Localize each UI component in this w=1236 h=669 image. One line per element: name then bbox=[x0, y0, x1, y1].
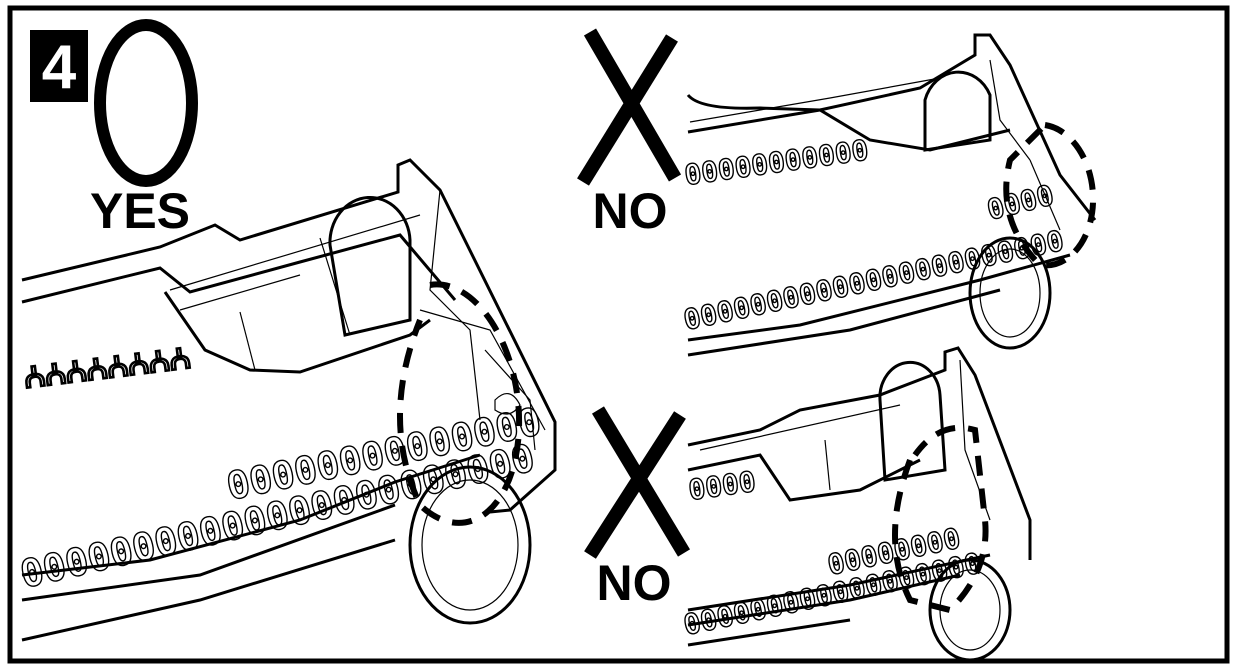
outer-frame bbox=[7, 5, 1230, 664]
no-bottom-panel: NO 0000 000000000000000000 00000000 bbox=[584, 346, 1032, 662]
yes-rail: ꭅꭅꭅꭅꭅꭅꭅꭅ 00000000000000000000000 0000000… bbox=[15, 158, 557, 642]
step-number: 4 bbox=[42, 33, 77, 102]
circle-o-icon bbox=[94, 19, 198, 187]
svg-text:00000000000000000000000: 00000000000000000000000 bbox=[681, 224, 1067, 337]
svg-text:0000: 0000 bbox=[686, 465, 757, 507]
yes-highlight-circle bbox=[397, 281, 523, 526]
cross-x-icon bbox=[577, 28, 682, 186]
no-bottom-rail: 0000 000000000000000000 00000000 bbox=[680, 346, 1032, 662]
no-bottom-highlight-circle bbox=[892, 424, 989, 614]
step-badge: 4 bbox=[30, 30, 88, 102]
no-top-rail: 00000000000 00000000000000000000000 0000 bbox=[680, 33, 1097, 357]
yes-panel: YES ꭅꭅꭅꭅꭅꭅꭅꭅ 00000000000000000000000 000… bbox=[15, 19, 557, 642]
svg-text:ꭅꭅꭅꭅꭅꭅꭅꭅ: ꭅꭅꭅꭅꭅꭅꭅꭅ bbox=[20, 333, 194, 397]
no-top-label: NO bbox=[593, 183, 668, 239]
svg-text:0000: 0000 bbox=[984, 178, 1057, 226]
svg-text:00000000000: 00000000000 bbox=[682, 133, 870, 191]
no-top-highlight-circle bbox=[1003, 121, 1097, 269]
yes-label: YES bbox=[90, 183, 190, 239]
cross-x-icon bbox=[584, 406, 690, 559]
no-bottom-label: NO bbox=[597, 555, 672, 611]
no-top-panel: NO 00000000000 00000000000000000000000 0… bbox=[577, 28, 1097, 357]
